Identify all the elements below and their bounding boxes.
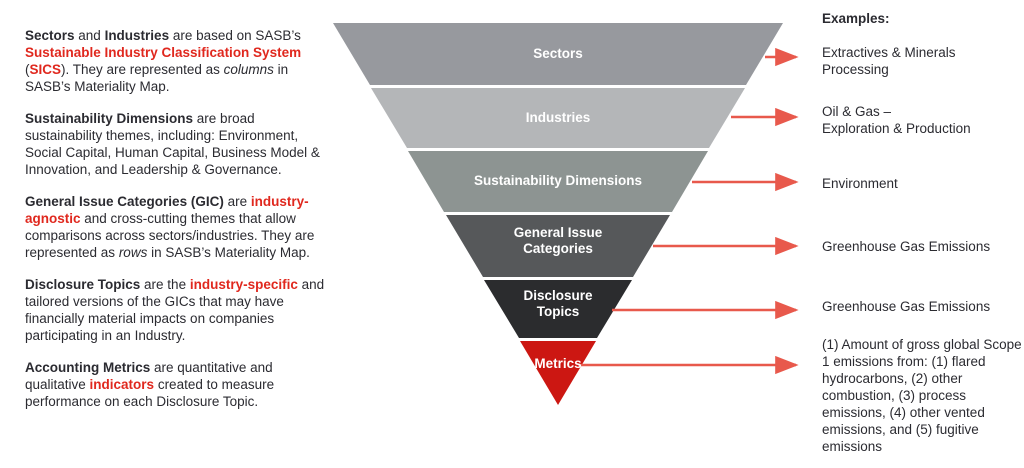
paragraph-disclosure-topics: Disclosure Topics are the industry-speci… xyxy=(25,277,325,343)
funnel-level-sectors xyxy=(333,23,783,85)
paragraph-sectors-industries: Sectors and Industries are based on SASB… xyxy=(25,28,302,94)
funnel-level-disclosure-topics xyxy=(484,280,632,338)
example-metrics: (1) Amount of gross global Scope 1 emiss… xyxy=(822,337,1022,454)
paragraph-general-issue-categories: General Issue Categories (GIC) are indus… xyxy=(25,194,315,260)
funnel-level-metrics xyxy=(520,341,596,405)
example-industries: Oil & Gas – Exploration & Production xyxy=(822,104,971,136)
funnel-level-industries xyxy=(371,88,745,148)
funnel-label-sectors: Sectors xyxy=(533,46,583,61)
funnel-label-sustainability-dimensions: Sustainability Dimensions xyxy=(473,173,643,188)
funnel-level-sustainability-dimensions xyxy=(408,151,708,212)
funnel-label-general-issue-categories: General Issue Categories xyxy=(513,225,603,256)
example-sectors: Extractives & Minerals Processing xyxy=(822,45,956,77)
funnel-label-industries: Industries xyxy=(525,110,591,125)
example-general-issue-category: Greenhouse Gas Emissions xyxy=(822,239,991,254)
example-sustainability-dimension: Environment xyxy=(822,176,898,191)
definitions-panel: Sectors and Industries are based on SASB… xyxy=(25,27,328,425)
examples-heading: Examples: xyxy=(822,11,890,26)
example-disclosure-topic: Greenhouse Gas Emissions xyxy=(822,299,991,314)
funnel-level-general-issue-categories xyxy=(446,215,670,277)
funnel-label-metrics: Metrics xyxy=(534,356,582,371)
funnel-label-disclosure-topics: Disclosure Topics xyxy=(523,288,593,319)
paragraph-sustainability-dimensions: Sustainability Dimensions are broad sust… xyxy=(25,111,320,177)
paragraph-accounting-metrics: Accounting Metrics are quantitative and … xyxy=(25,360,275,409)
